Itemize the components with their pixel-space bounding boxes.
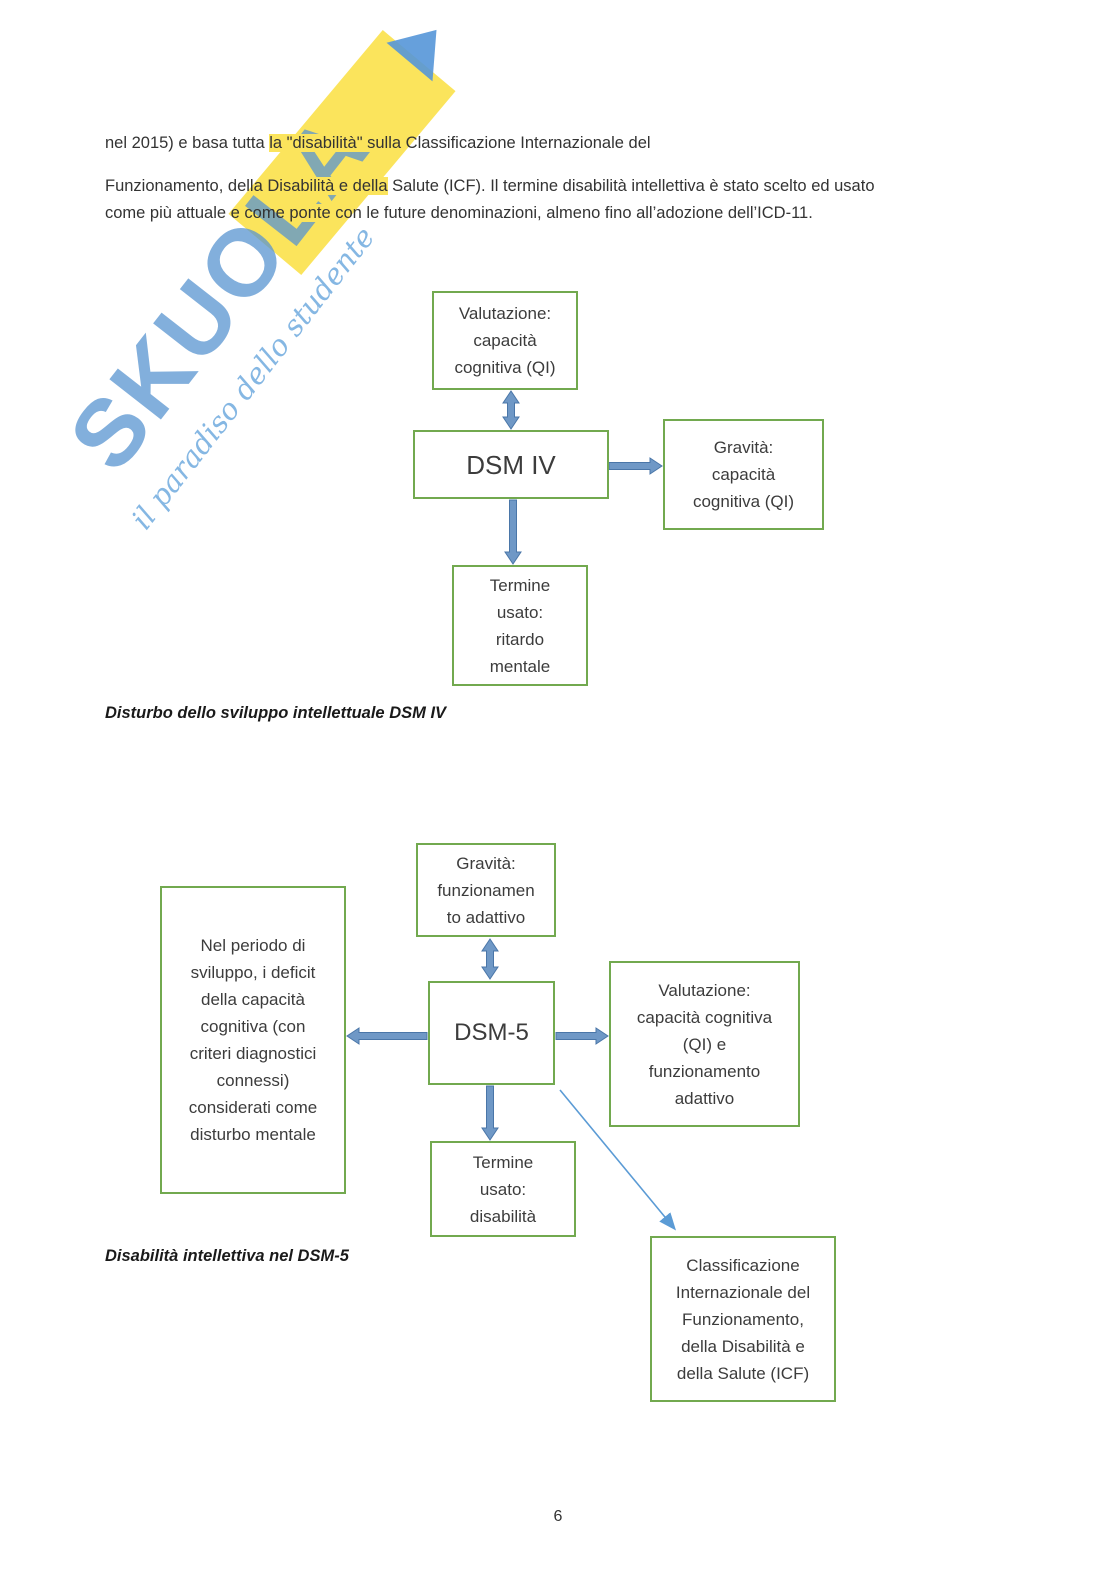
highlighted-text: ponte bbox=[289, 204, 331, 222]
arrow-diagonal-icf bbox=[559, 1089, 677, 1231]
box-dsm5: DSM-5 bbox=[428, 981, 555, 1085]
arrow-double-valutazione-dsm4 bbox=[502, 390, 520, 430]
paragraph-line-3: come più attuale e come ponte con le fut… bbox=[105, 200, 813, 227]
box-termine-dsm5: Termine usato: disabilità bbox=[430, 1141, 576, 1237]
box-gravita-dsm5: Gravità: funzionamen to adattivo bbox=[416, 843, 556, 937]
text-segment: nel 2015) e basa tutta bbox=[105, 134, 270, 152]
arrow-double-gravita-dsm5 bbox=[481, 938, 499, 980]
text-segment: come più attuale e come bbox=[105, 204, 290, 222]
box-classificazione-icf: Classificazione Internazionale del Funzi… bbox=[650, 1236, 836, 1402]
paragraph-line-1: nel 2015) e basa tutta la "disabilità" s… bbox=[105, 130, 651, 157]
arrow-down-termine-dsm5 bbox=[481, 1085, 499, 1141]
caption-dsm5: Disabilità intellettiva nel DSM-5 bbox=[105, 1247, 349, 1265]
arrow-left-periodo-dsm5 bbox=[346, 1027, 428, 1045]
text-segment: Funzionamento, della bbox=[105, 177, 268, 195]
paragraph-line-2: Funzionamento, della Disabilità e della … bbox=[105, 173, 875, 200]
highlighted-text: la "disabilità" sulla bbox=[269, 134, 402, 152]
text-segment: con le future denominazioni, almeno fino… bbox=[330, 204, 813, 222]
arrow-right-gravita-dsm4 bbox=[608, 457, 663, 475]
text-segment: Salute (ICF). Il termine disabilità inte… bbox=[387, 177, 875, 195]
arrow-down-termine-dsm4 bbox=[504, 499, 522, 565]
text-segment: Classificazione Internazionale del bbox=[401, 134, 651, 152]
arrow-right-valutazione-dsm5 bbox=[555, 1027, 609, 1045]
caption-dsm4: Disturbo dello sviluppo intellettuale DS… bbox=[105, 704, 447, 722]
box-termine-dsm4: Termine usato: ritardo mentale bbox=[452, 565, 588, 686]
box-gravita-dsm4: Gravità: capacità cognitiva (QI) bbox=[663, 419, 824, 530]
page-number: 6 bbox=[553, 1508, 563, 1525]
highlighted-text: Disabilità e della bbox=[267, 177, 388, 195]
box-dsm4: DSM IV bbox=[413, 430, 609, 499]
box-periodo-sviluppo: Nel periodo di sviluppo, i deficit della… bbox=[160, 886, 346, 1194]
box-valutazione-dsm4: Valutazione: capacità cognitiva (QI) bbox=[432, 291, 578, 390]
box-valutazione-dsm5: Valutazione: capacità cognitiva (QI) e f… bbox=[609, 961, 800, 1127]
